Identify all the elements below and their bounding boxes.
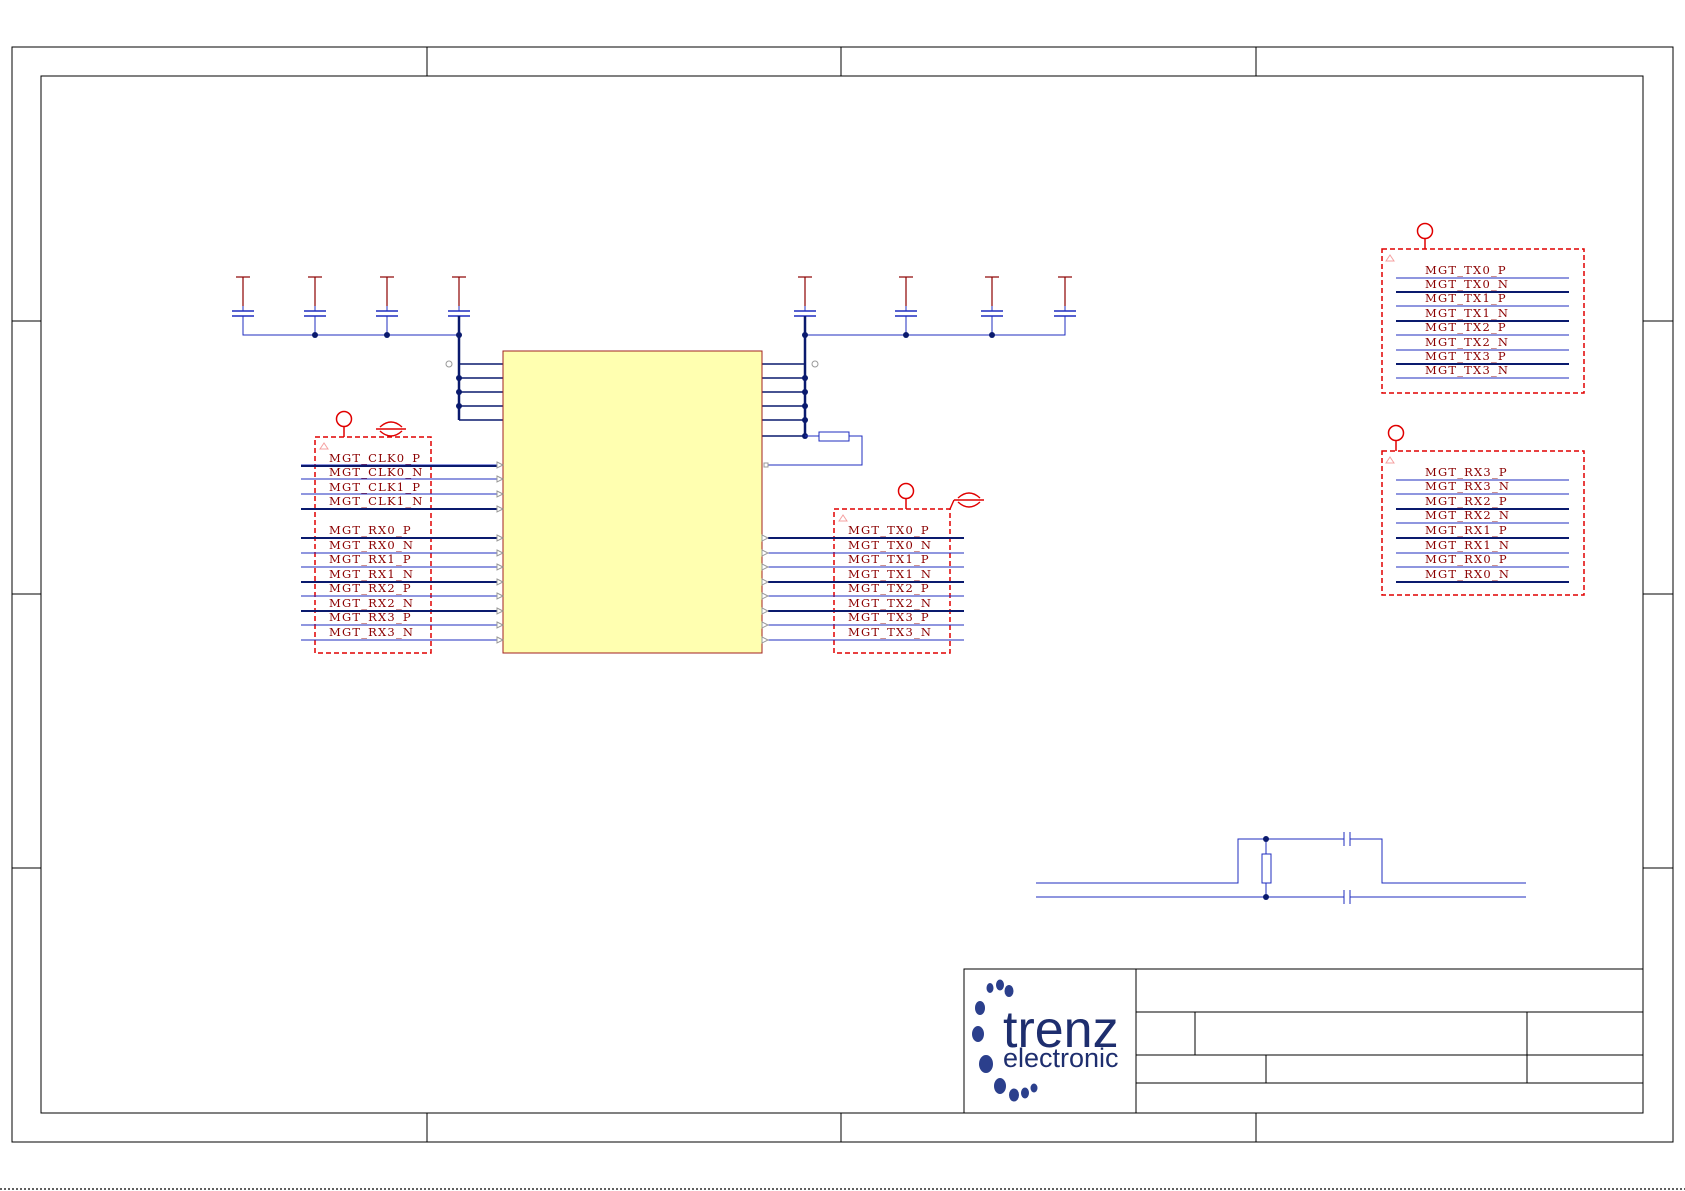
right-rx-labels: MGT_RX3_P MGT_RX3_N MGT_RX2_P MGT_RX2_N … xyxy=(1425,465,1510,581)
net-label: MGT_TX2_P xyxy=(1425,320,1507,334)
net-label: MGT_TX2_N xyxy=(848,596,932,610)
net-label: MGT_RX0_P xyxy=(329,523,412,537)
logo-main-text: trenz xyxy=(1003,1001,1119,1059)
net-label: MGT_RX1_N xyxy=(1425,538,1510,552)
title-block xyxy=(963,968,1644,1114)
net-label: MGT_TX0_N xyxy=(1425,277,1509,291)
net-label: MGT_TX2_P xyxy=(848,581,930,595)
net-label: MGT_RX3_P xyxy=(329,610,412,624)
net-label: MGT_RX1_P xyxy=(1425,523,1508,537)
net-label: MGT_RX0_N xyxy=(1425,567,1510,581)
net-label: MGT_TX3_N xyxy=(1425,363,1509,377)
center-tx-harness: MGT_TX0_P MGT_TX0_N MGT_TX1_P MGT_TX1_N … xyxy=(761,482,984,654)
left-decoupling-caps xyxy=(232,276,503,421)
net-label: MGT_TX3_N xyxy=(848,625,932,639)
harness-pin-icon xyxy=(1387,424,1405,451)
net-label: MGT_RX0_N xyxy=(329,538,414,552)
left-rx-labels: MGT_RX0_P MGT_RX0_N MGT_RX1_P MGT_RX1_N … xyxy=(329,523,414,639)
left-clk-labels: MGT_CLK0_P MGT_CLK0_N MGT_CLK1_P MGT_CLK… xyxy=(329,451,424,508)
harness-pin-icon xyxy=(1416,222,1434,249)
trenz-logo: trenz electronic xyxy=(972,979,1119,1102)
right-rx-harness: MGT_RX3_P MGT_RX3_N MGT_RX2_P MGT_RX2_N … xyxy=(1381,424,1585,596)
net-label: MGT_RX1_P xyxy=(329,552,412,566)
net-label: MGT_CLK0_P xyxy=(329,451,421,465)
net-label: MGT_TX3_P xyxy=(848,610,930,624)
sheet-frame xyxy=(11,46,1674,1143)
net-label: MGT_TX1_N xyxy=(848,567,932,581)
right-decoupling-caps xyxy=(762,276,1076,468)
net-label: MGT_RX0_P xyxy=(1425,552,1508,566)
left-harness: MGT_CLK0_P MGT_CLK0_N MGT_CLK1_P MGT_CLK… xyxy=(301,410,505,654)
net-label: MGT_RX3_N xyxy=(1425,479,1510,493)
harness-connector-icon xyxy=(376,421,406,437)
net-label: MGT_RX2_N xyxy=(329,596,414,610)
logo-dots-icon xyxy=(972,979,1038,1102)
center-tx-labels: MGT_TX0_P MGT_TX0_N MGT_TX1_P MGT_TX1_N … xyxy=(848,523,932,639)
right-tx-harness: MGT_TX0_P MGT_TX0_N MGT_TX1_P MGT_TX1_N … xyxy=(1381,222,1585,394)
harness-pin-icon xyxy=(897,482,915,509)
logo-sub-text: electronic xyxy=(1003,1043,1119,1073)
ac-coupling-network xyxy=(1036,832,1526,904)
net-label: MGT_TX0_P xyxy=(1425,263,1507,277)
net-label: MGT_RX2_N xyxy=(1425,508,1510,522)
net-label: MGT_TX2_N xyxy=(1425,335,1509,349)
net-label: MGT_TX3_P xyxy=(1425,349,1507,363)
net-label: MGT_RX3_P xyxy=(1425,465,1508,479)
net-label: MGT_TX0_N xyxy=(848,538,932,552)
net-label: MGT_TX1_N xyxy=(1425,306,1509,320)
net-label: MGT_CLK1_N xyxy=(329,494,424,508)
net-label: MGT_TX0_P xyxy=(848,523,930,537)
harness-connector-icon xyxy=(949,492,984,510)
net-label: MGT_RX3_N xyxy=(329,625,414,639)
termination-resistor xyxy=(763,431,863,468)
net-label: MGT_TX1_P xyxy=(848,552,930,566)
net-label: MGT_RX1_N xyxy=(329,567,414,581)
net-label: MGT_CLK1_P xyxy=(329,480,421,494)
net-label: MGT_TX1_P xyxy=(1425,291,1507,305)
ic-body[interactable] xyxy=(502,350,763,654)
right-tx-labels: MGT_TX0_P MGT_TX0_N MGT_TX1_P MGT_TX1_N … xyxy=(1425,263,1509,377)
net-label: MGT_RX2_P xyxy=(329,581,412,595)
net-label: MGT_RX2_P xyxy=(1425,494,1508,508)
net-label: MGT_CLK0_N xyxy=(329,465,424,479)
harness-pin-icon xyxy=(335,410,353,437)
